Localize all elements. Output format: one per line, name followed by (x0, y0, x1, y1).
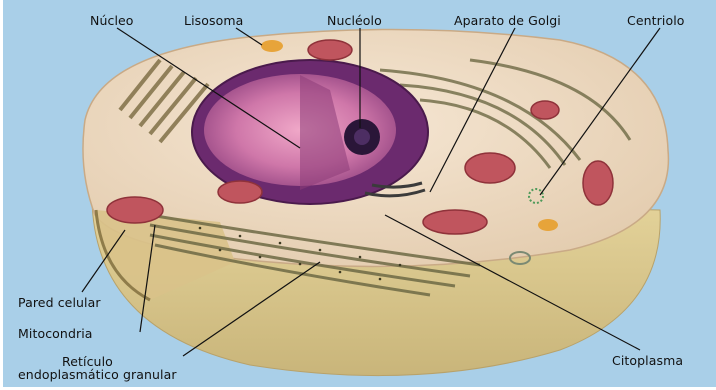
lysosome (261, 40, 283, 52)
nucleolus-highlight (354, 129, 370, 145)
label-golgi: Aparato de Golgi (454, 14, 561, 27)
label-reticulo-line2: endoplasmático granular (18, 368, 177, 381)
label-nucleo: Núcleo (90, 14, 134, 27)
label-centriolo: Centriolo (627, 14, 685, 27)
image-border-left (0, 0, 3, 390)
lysosome-2 (538, 219, 558, 231)
label-pared-celular: Pared celular (18, 296, 101, 309)
label-nucleolo: Nucléolo (327, 14, 382, 27)
label-citoplasma: Citoplasma (612, 354, 683, 367)
label-mitocondria: Mitocondria (18, 327, 93, 340)
label-lisosoma: Lisosoma (184, 14, 243, 27)
